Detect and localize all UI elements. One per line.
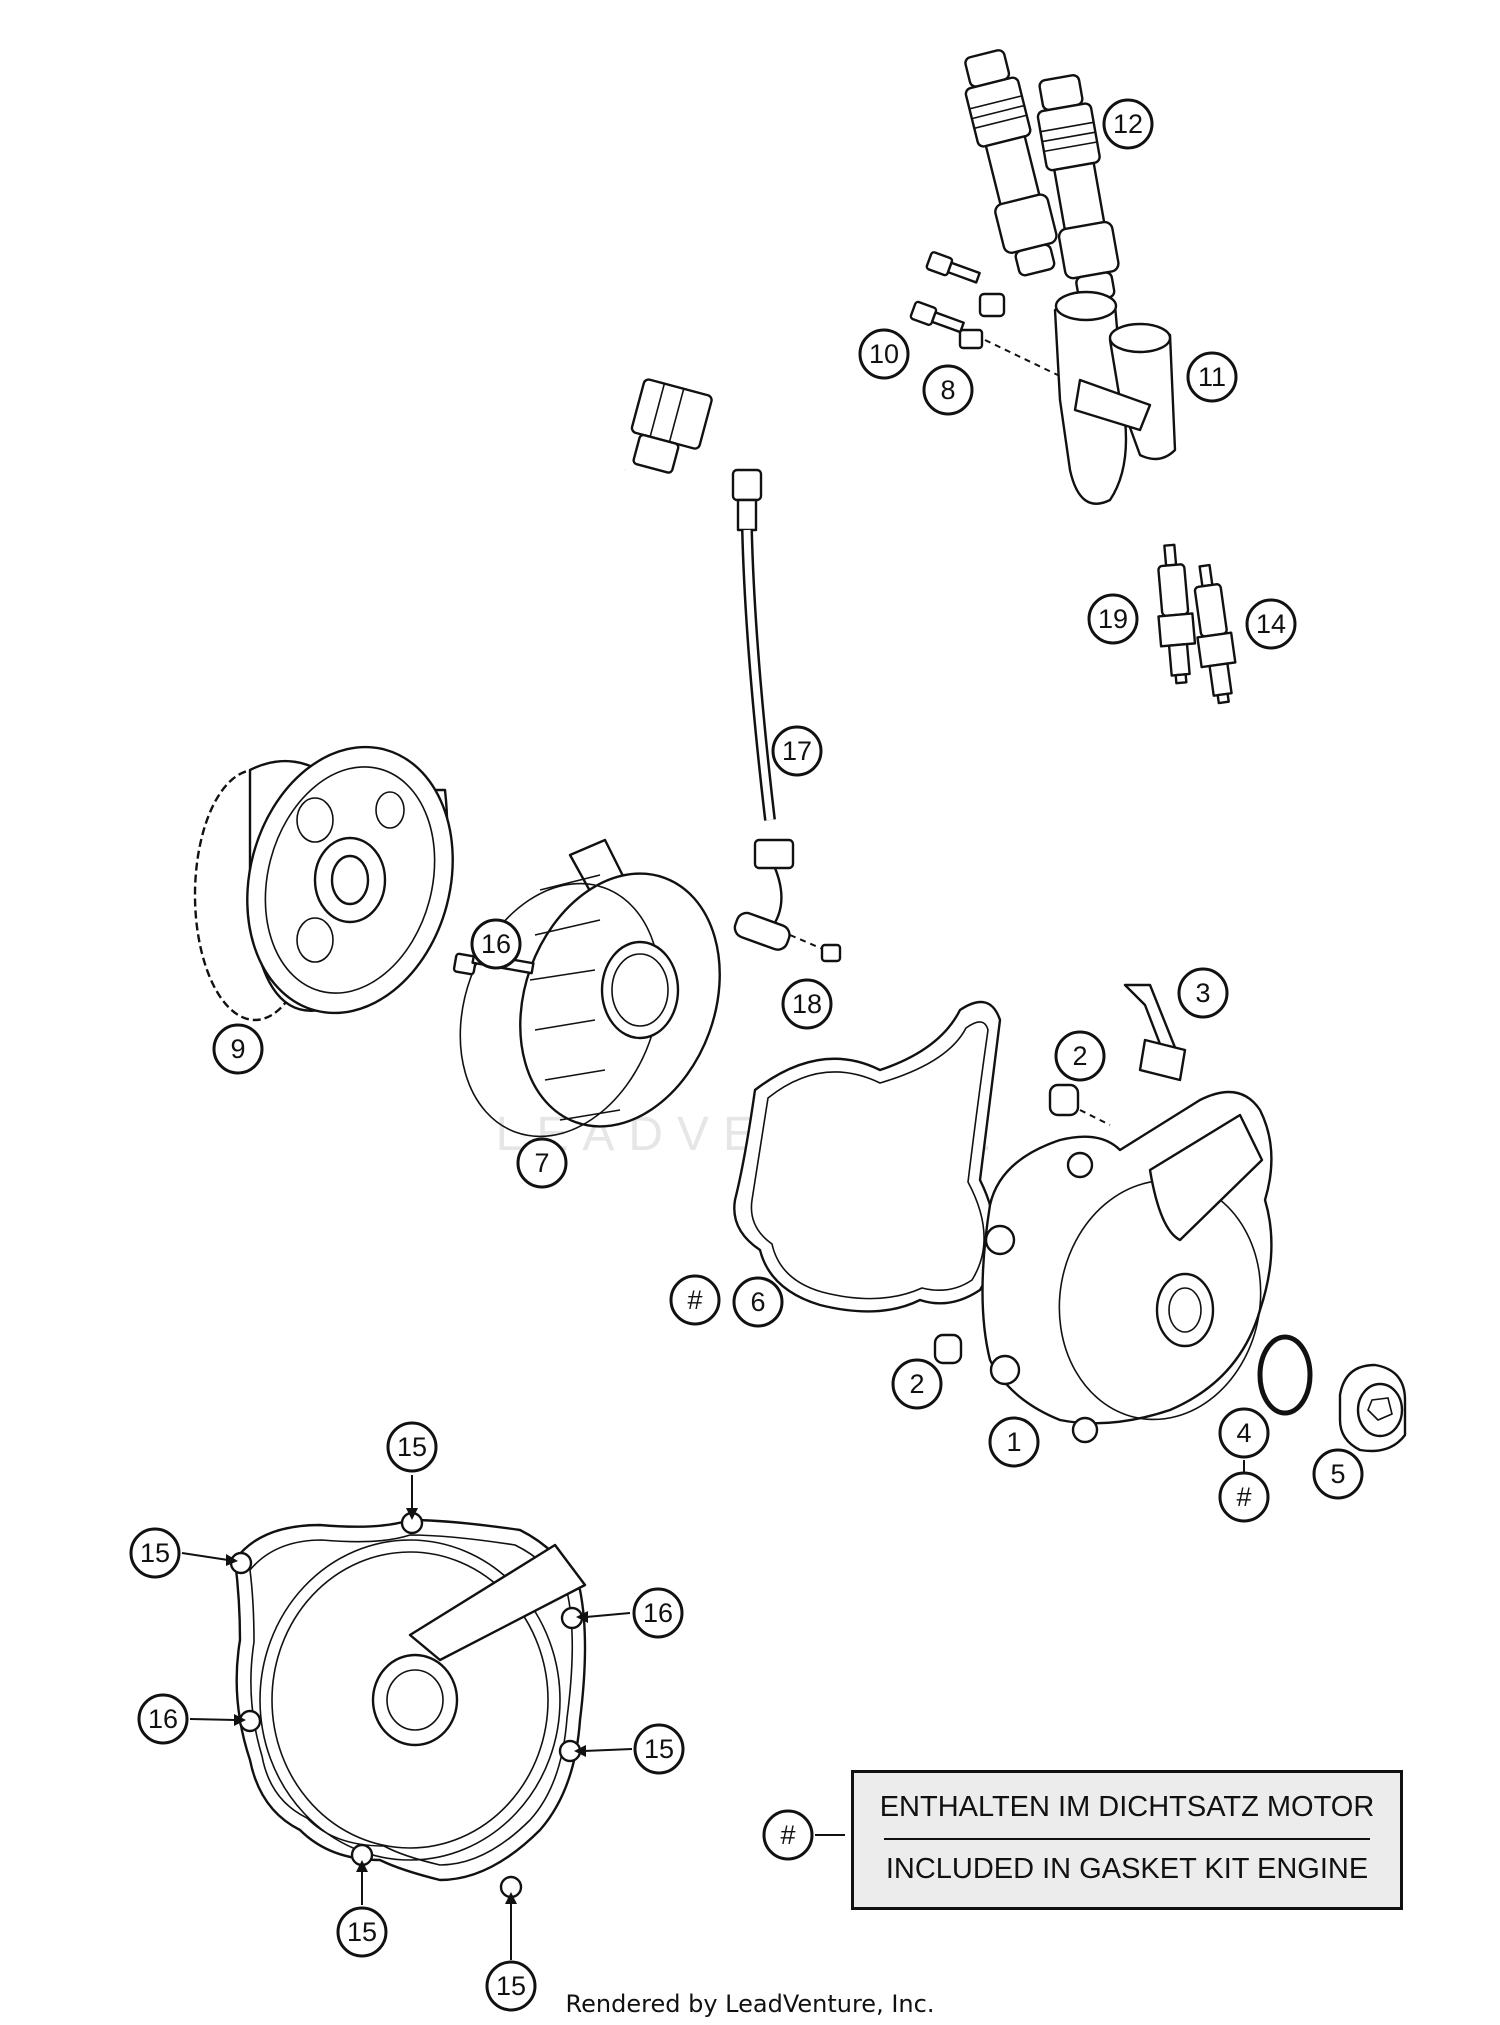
callout-hash-4[interactable]: # xyxy=(1218,1471,1270,1523)
svg-text:#: # xyxy=(780,1820,795,1850)
stator xyxy=(452,872,721,1138)
svg-text:10: 10 xyxy=(869,339,899,369)
svg-text:2: 2 xyxy=(1072,1041,1087,1071)
svg-text:16: 16 xyxy=(148,1704,178,1734)
callout-1[interactable]: 1 xyxy=(988,1416,1040,1468)
callout-7[interactable]: 7 xyxy=(516,1137,568,1189)
callout-9[interactable]: 9 xyxy=(212,1023,264,1075)
bracket-piece xyxy=(1123,983,1187,1082)
callout-14[interactable]: 14 xyxy=(1245,598,1297,650)
svg-text:19: 19 xyxy=(1098,604,1128,634)
svg-text:5: 5 xyxy=(1330,1459,1345,1489)
render-credit: Rendered by LeadVenture, Inc. xyxy=(565,1990,935,2018)
svg-text:6: 6 xyxy=(750,1287,765,1317)
svg-text:3: 3 xyxy=(1195,978,1210,1008)
note-line-english: INCLUDED IN GASKET KIT ENGINE xyxy=(885,1853,1369,1885)
callout-hash-6[interactable]: # xyxy=(669,1274,721,1326)
callout-3[interactable]: 3 xyxy=(1177,967,1229,1019)
callout-19[interactable]: 19 xyxy=(1087,593,1139,645)
coil-bracket xyxy=(1053,290,1177,505)
svg-text:16: 16 xyxy=(481,929,511,959)
flywheel-rotor xyxy=(193,745,454,1022)
svg-text:4: 4 xyxy=(1236,1418,1251,1448)
gasket-kit-note: ENTHALTEN IM DICHTSATZ MOTOR INCLUDED IN… xyxy=(851,1770,1403,1910)
callout-16-right[interactable]: 16 xyxy=(632,1587,684,1639)
callout-15-right[interactable]: 15 xyxy=(633,1723,685,1775)
ignition-cover-assembled xyxy=(229,1511,587,1899)
callout-16-stator-bolt[interactable]: 16 xyxy=(470,918,522,970)
svg-text:12: 12 xyxy=(1113,109,1143,139)
svg-text:14: 14 xyxy=(1256,609,1286,639)
svg-text:2: 2 xyxy=(909,1369,924,1399)
svg-text:7: 7 xyxy=(534,1148,549,1178)
spark-plugs xyxy=(1157,543,1237,705)
callout-5[interactable]: 5 xyxy=(1312,1448,1364,1500)
svg-text:1: 1 xyxy=(1006,1427,1021,1457)
callout-15-bottom-left[interactable]: 15 xyxy=(336,1906,388,1958)
svg-text:#: # xyxy=(1236,1482,1251,1512)
callout-16-left[interactable]: 16 xyxy=(137,1693,189,1745)
ignition-coils xyxy=(964,49,1120,303)
note-divider xyxy=(884,1838,1370,1840)
callout-11[interactable]: 11 xyxy=(1186,351,1238,403)
svg-text:16: 16 xyxy=(643,1598,673,1628)
svg-text:#: # xyxy=(687,1285,702,1315)
svg-text:15: 15 xyxy=(140,1538,170,1568)
svg-text:8: 8 xyxy=(940,375,955,405)
callout-hash-note[interactable]: # xyxy=(762,1809,814,1861)
svg-text:15: 15 xyxy=(496,1971,526,2001)
callout-18[interactable]: 18 xyxy=(781,978,833,1030)
svg-text:11: 11 xyxy=(1198,362,1226,392)
callout-4[interactable]: 4 xyxy=(1218,1407,1270,1459)
coil-bolts xyxy=(909,251,1121,406)
callout-6[interactable]: 6 xyxy=(732,1276,784,1328)
svg-text:17: 17 xyxy=(782,736,812,766)
callout-12[interactable]: 12 xyxy=(1102,98,1154,150)
svg-text:15: 15 xyxy=(397,1432,427,1462)
gasket xyxy=(733,1000,1002,1313)
callout-10[interactable]: 10 xyxy=(858,328,910,380)
callout-8[interactable]: 8 xyxy=(922,364,974,416)
svg-text:18: 18 xyxy=(792,989,822,1019)
ignition-cover-exploded xyxy=(981,1090,1273,1444)
sensor-cable xyxy=(731,468,842,963)
callout-15-top[interactable]: 15 xyxy=(386,1421,438,1473)
callout-2-lower[interactable]: 2 xyxy=(891,1358,943,1410)
callout-15-left[interactable]: 15 xyxy=(129,1527,181,1579)
note-line-german: ENTHALTEN IM DICHTSATZ MOTOR xyxy=(879,1791,1375,1823)
o-ring-and-plug xyxy=(1257,1334,1407,1453)
svg-text:9: 9 xyxy=(230,1034,245,1064)
svg-text:15: 15 xyxy=(347,1917,377,1947)
callout-15-bottom-right[interactable]: 15 xyxy=(485,1960,537,2012)
callout-2-upper[interactable]: 2 xyxy=(1054,1030,1106,1082)
svg-text:15: 15 xyxy=(644,1734,674,1764)
callout-17[interactable]: 17 xyxy=(771,725,823,777)
callouts: 1 2 2 3 4 # 5 # 6 7 8 9 10 11 12 14 19 1… xyxy=(129,98,1364,2012)
dowel-pins xyxy=(933,1083,1111,1365)
stator-harness xyxy=(488,378,713,902)
